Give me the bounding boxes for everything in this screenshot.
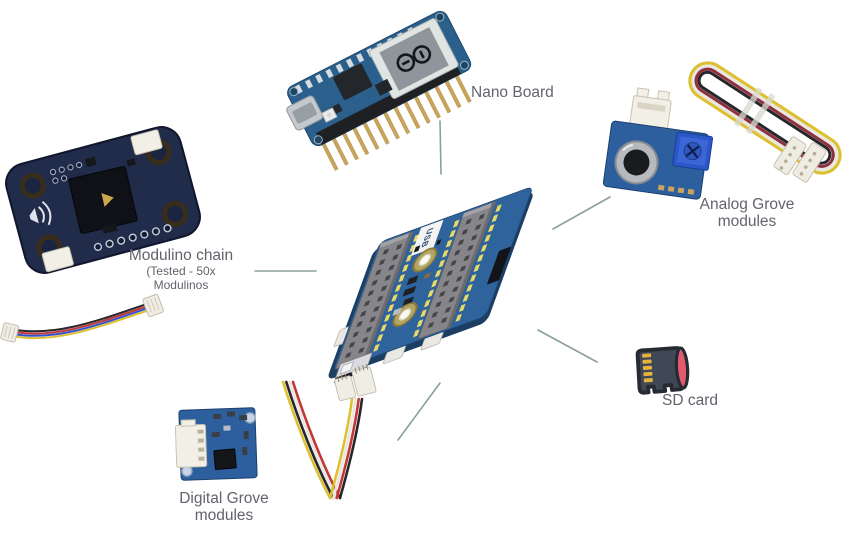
carrier-side-usb-box: [487, 246, 512, 285]
carrier-mount-hole-top: [412, 247, 438, 273]
modulino-label-line1: Modulino chain: [128, 247, 234, 264]
digital-cable-connectors: [334, 363, 377, 402]
digital-grove-cable-image: [281, 363, 377, 500]
modulino-chain-label: Modulino chain (Tested - 50x Modulinos: [101, 247, 261, 292]
sd-card-stripe: [674, 346, 690, 390]
modulino-cable-image: [0, 293, 164, 343]
modulino-board-image: [5, 126, 201, 274]
sd-card-label: SD card: [648, 392, 732, 409]
digital-grove-module-image: [174, 407, 258, 481]
nano-pin-row: [319, 70, 472, 171]
modulino-connector-right: [130, 129, 163, 156]
analog-grove-connector: [629, 87, 672, 133]
carrier-mount-hole-bottom: [392, 301, 418, 327]
analog-grove-pads: [657, 184, 695, 195]
nano-mcu-chip: [333, 63, 373, 100]
analog-grove-module-image: [602, 87, 714, 200]
connector-analog-to-center: [552, 196, 611, 230]
speaker-icon: [29, 200, 52, 226]
analog-label-line1: Analog Grove: [699, 196, 795, 213]
nano-board-image: [286, 10, 472, 171]
modulino-top-pads: [49, 161, 83, 184]
modulino-cable-connector-left: [0, 322, 20, 343]
modulino-connector-left: [41, 246, 74, 273]
cable-tie-2: [746, 93, 775, 135]
analog-grove-label: Analog Grove modules: [667, 196, 827, 230]
connector-sd-to-center: [537, 329, 598, 363]
carrier-board-image: USB: [328, 187, 533, 386]
nano-chip-small: [374, 78, 393, 96]
carrier-smd-components: [392, 239, 442, 316]
analog-grove-cable-image: [688, 61, 842, 183]
digital-grove-smds: [211, 411, 249, 456]
modulino-smd-1: [84, 156, 97, 168]
carrier-right-header: [417, 200, 497, 340]
connector-lines: [254, 120, 611, 441]
nano-board-label: Nano Board: [471, 84, 581, 101]
modulino-chip-triangle: [101, 193, 114, 207]
microphone: [614, 140, 659, 185]
modulino-cable-connector-right: [142, 293, 164, 318]
analog-label-line2: modules: [717, 213, 777, 230]
modulino-smd-2: [126, 158, 136, 167]
connector-digital-to-center: [397, 382, 441, 441]
arduino-infinity-logo-icon: [396, 45, 432, 72]
cable-tie-1: [734, 87, 762, 127]
connector-nano-to-center: [439, 120, 442, 175]
nano-board-label-text: Nano Board: [471, 84, 554, 101]
digital-grove-chip: [213, 448, 237, 471]
modulino-center-chip: [68, 166, 138, 234]
sd-card-icon: [635, 346, 690, 395]
sd-card-contacts: [642, 353, 653, 383]
digital-grove-label: Digital Grove modules: [149, 490, 299, 524]
nano-reset-button: [321, 107, 338, 123]
analog-cable-connectors: [773, 136, 827, 183]
nano-usb-slot: [292, 102, 317, 124]
digital-label-line2: modules: [194, 507, 254, 524]
modulino-castellated-pads: [93, 224, 172, 252]
carrier-yellow-pads: [373, 204, 502, 352]
sd-card-label-text: SD card: [662, 392, 718, 409]
potentiometer: [672, 131, 714, 171]
modulino-label-line3: Modulinos: [153, 278, 209, 292]
digital-label-line1: Digital Grove: [179, 490, 269, 507]
digital-grove-connector: [174, 419, 208, 468]
modulino-label-line2: (Tested - 50x: [146, 264, 216, 278]
nano-mount-holes: [289, 12, 469, 145]
